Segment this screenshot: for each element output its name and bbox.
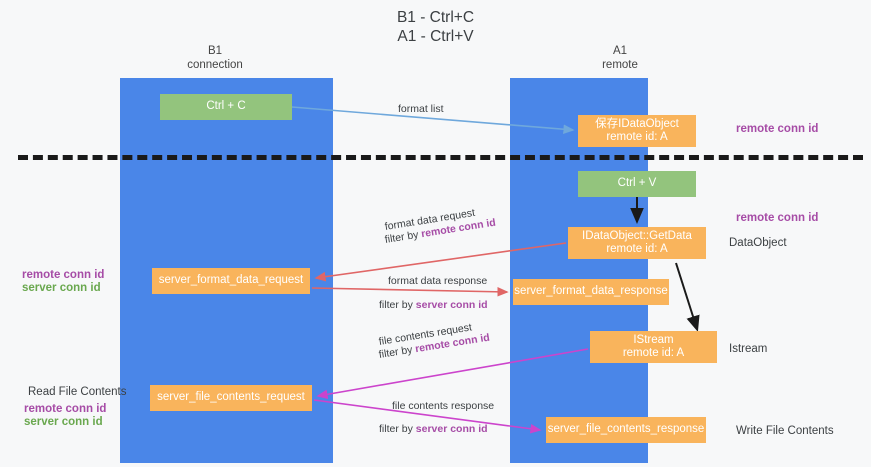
swimlane-header-a1: A1 remote <box>560 45 680 72</box>
node-server-format-data-request-label: server_format_data_request <box>158 274 304 287</box>
edge-label-format-data-response-filter: filter by server conn id <box>379 298 488 313</box>
title-line-1: B1 - Ctrl+C <box>396 9 475 26</box>
annotation-left-server-conn-id-mid: server conn id <box>22 282 101 294</box>
node-server-file-contents-request-label: server_file_contents_request <box>157 391 305 404</box>
annotation-left-remote-conn-id-bottom: remote conn id <box>24 403 107 415</box>
connector-response-istream <box>675 262 700 332</box>
node-save-idataobject-line2: remote id: A <box>606 131 668 143</box>
node-idataobject-getdata[interactable]: IDataObject::GetData remote id: A <box>568 227 706 259</box>
node-getdata-line2: remote id: A <box>606 243 668 255</box>
edge-label-file-contents-response-filter: filter by server conn id <box>379 422 488 437</box>
annotation-write-file-contents: Write File Contents <box>736 425 834 437</box>
node-save-idataobject[interactable]: 保存IDataObject remote id: A <box>578 115 696 147</box>
node-istream-line2: remote id: A <box>622 347 685 359</box>
swimlane-a1-name: A1 <box>612 45 628 57</box>
annotation-left-remote-conn-id-mid: remote conn id <box>22 269 105 281</box>
node-istream[interactable]: IStream remote id: A <box>590 331 717 363</box>
node-ctrl-v-label: Ctrl + V <box>617 177 657 190</box>
node-server-file-contents-response-label: server_file_contents_response <box>547 423 705 436</box>
phase-divider <box>18 155 863 160</box>
edge-label-file-contents-response: file contents response <box>392 400 495 412</box>
node-ctrl-v[interactable]: Ctrl + V <box>578 171 696 197</box>
annotation-remote-conn-id-top: remote conn id <box>736 123 819 135</box>
annotation-left-server-conn-id-bottom: server conn id <box>24 416 103 428</box>
filter-prefix: filter by <box>379 423 416 435</box>
node-istream-line1: IStream <box>633 333 674 346</box>
swimlane-a1-role: remote <box>602 58 638 71</box>
swimlane-header-b1: B1 connection <box>155 45 275 72</box>
node-save-idataobject-line1: 保存IDataObject <box>595 117 679 130</box>
filter-prefix: filter by <box>379 299 416 311</box>
node-ctrl-c-label: Ctrl + C <box>206 100 246 113</box>
filter-key-server-conn-id: server conn id <box>415 299 488 311</box>
edge-label-format-list: format list <box>398 103 444 115</box>
annotation-dataobject: DataObject <box>729 237 787 249</box>
node-ctrl-c[interactable]: Ctrl + C <box>160 94 292 120</box>
swimlane-b1-role: connection <box>187 58 243 71</box>
annotation-read-file-contents: Read File Contents <box>28 386 127 398</box>
swimlane-b1-name: B1 <box>207 45 223 57</box>
node-server-file-contents-request[interactable]: server_file_contents_request <box>150 385 312 411</box>
node-server-format-data-response-label: server_format_data_response <box>514 285 668 298</box>
page-title: B1 - Ctrl+C A1 - Ctrl+V <box>0 8 871 46</box>
filter-key-server-conn-id: server conn id <box>415 423 488 435</box>
title-line-2: A1 - Ctrl+V <box>397 28 474 45</box>
annotation-remote-conn-id-mid: remote conn id <box>736 212 819 224</box>
node-server-format-data-request[interactable]: server_format_data_request <box>152 268 310 294</box>
annotation-istream: Istream <box>729 343 768 355</box>
node-server-format-data-response[interactable]: server_format_data_response <box>513 279 669 305</box>
node-server-file-contents-response[interactable]: server_file_contents_response <box>546 417 706 443</box>
edge-label-format-data-response: format data response <box>388 275 488 287</box>
node-getdata-line1: IDataObject::GetData <box>582 229 692 242</box>
